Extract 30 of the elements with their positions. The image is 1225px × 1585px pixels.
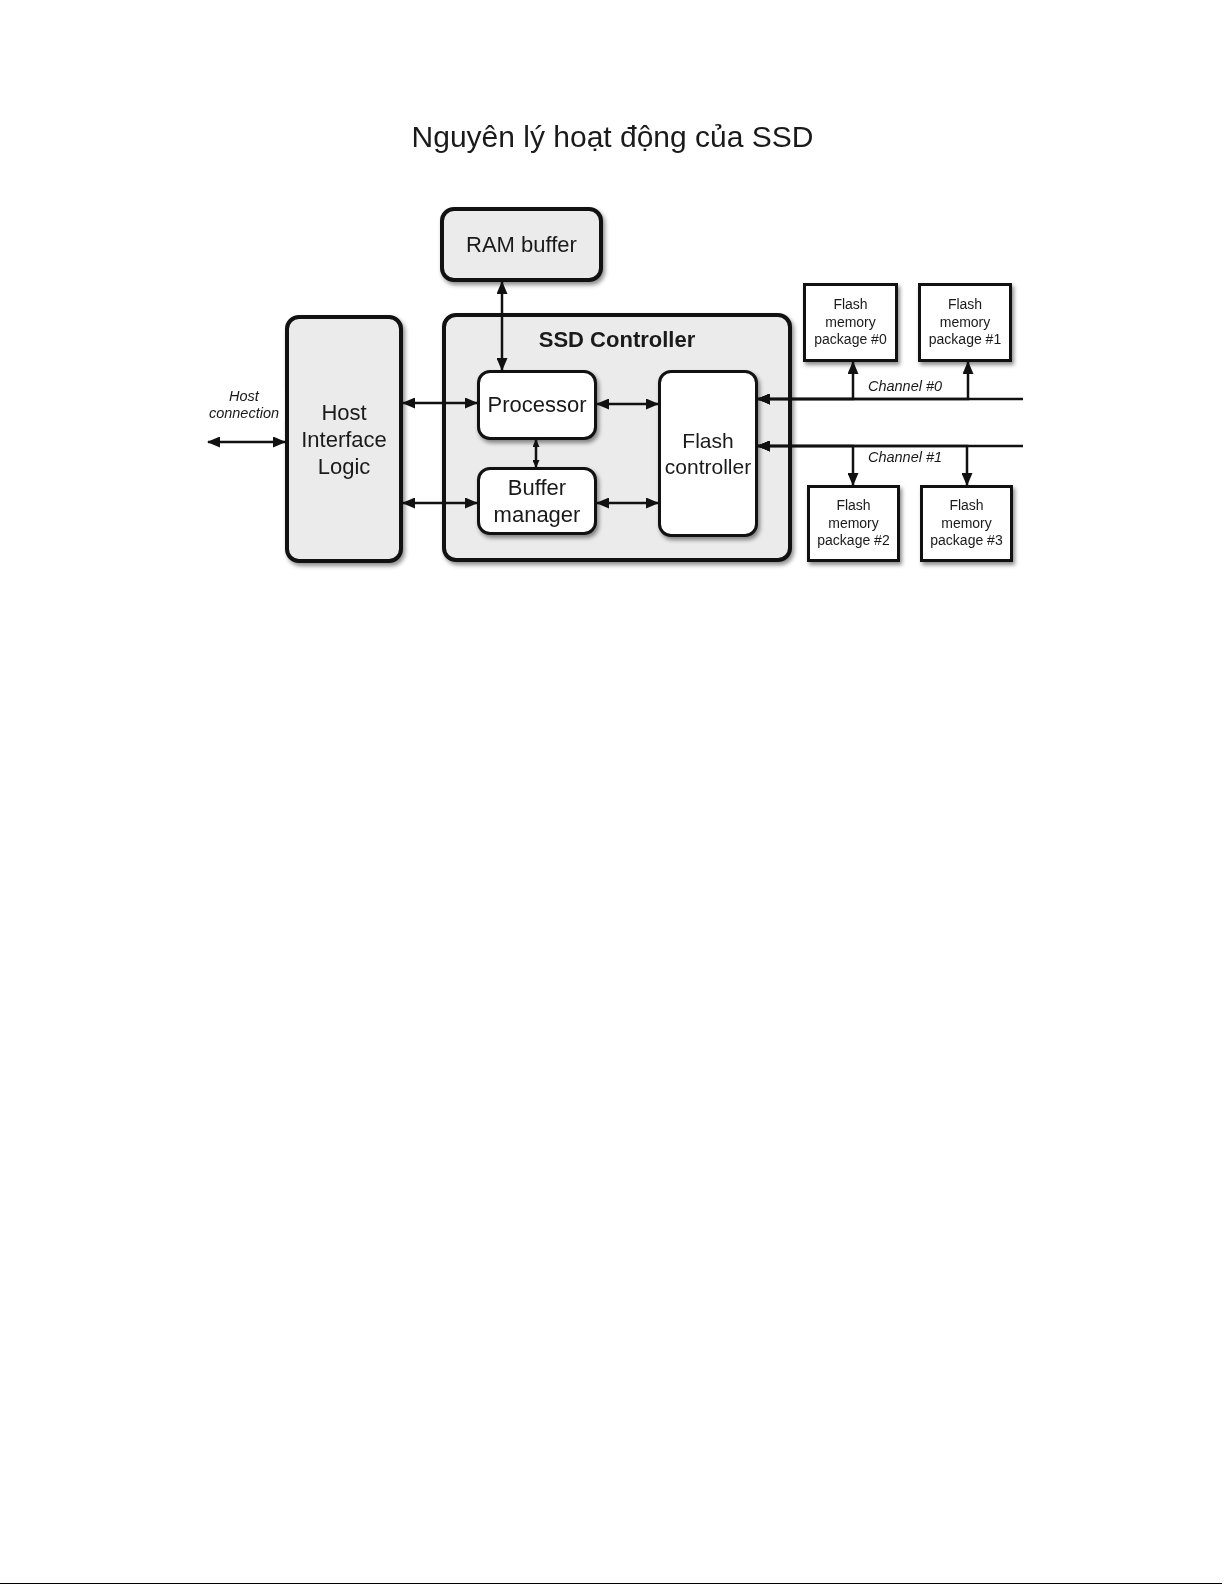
module-block	[285, 315, 403, 563]
arrow	[402, 497, 478, 509]
component-name: Flash memory package #0	[813, 296, 888, 349]
module-block	[440, 207, 603, 282]
controller-panel	[442, 313, 792, 562]
component-box	[477, 370, 597, 440]
component-box	[658, 370, 758, 537]
arrow	[496, 281, 508, 371]
arrow	[532, 439, 540, 468]
component-name: Flash memory package #3	[929, 497, 1004, 550]
component-name: RAM buffer	[466, 231, 577, 258]
package-box	[807, 485, 900, 562]
component-name: Flash memory package #1	[927, 296, 1003, 349]
component-name: Processor	[487, 392, 587, 418]
component-name: Host Interface Logic	[300, 398, 388, 480]
package-box	[920, 485, 1013, 562]
arrow	[402, 397, 478, 409]
component-box	[477, 467, 597, 535]
arrow	[757, 440, 973, 486]
arrow	[757, 361, 974, 405]
arrow	[207, 436, 286, 448]
component-name: Buffer manager	[492, 474, 582, 528]
arrow	[596, 497, 659, 509]
package-box	[918, 283, 1012, 362]
arrow	[596, 398, 659, 410]
component-name: Flash controller	[663, 427, 753, 480]
package-box	[803, 283, 898, 362]
diagram-title: Nguyên lý hoạt động của SSD	[411, 119, 814, 155]
component-name: Flash memory package #2	[816, 497, 891, 550]
panel-heading: SSD Controller	[538, 327, 696, 353]
